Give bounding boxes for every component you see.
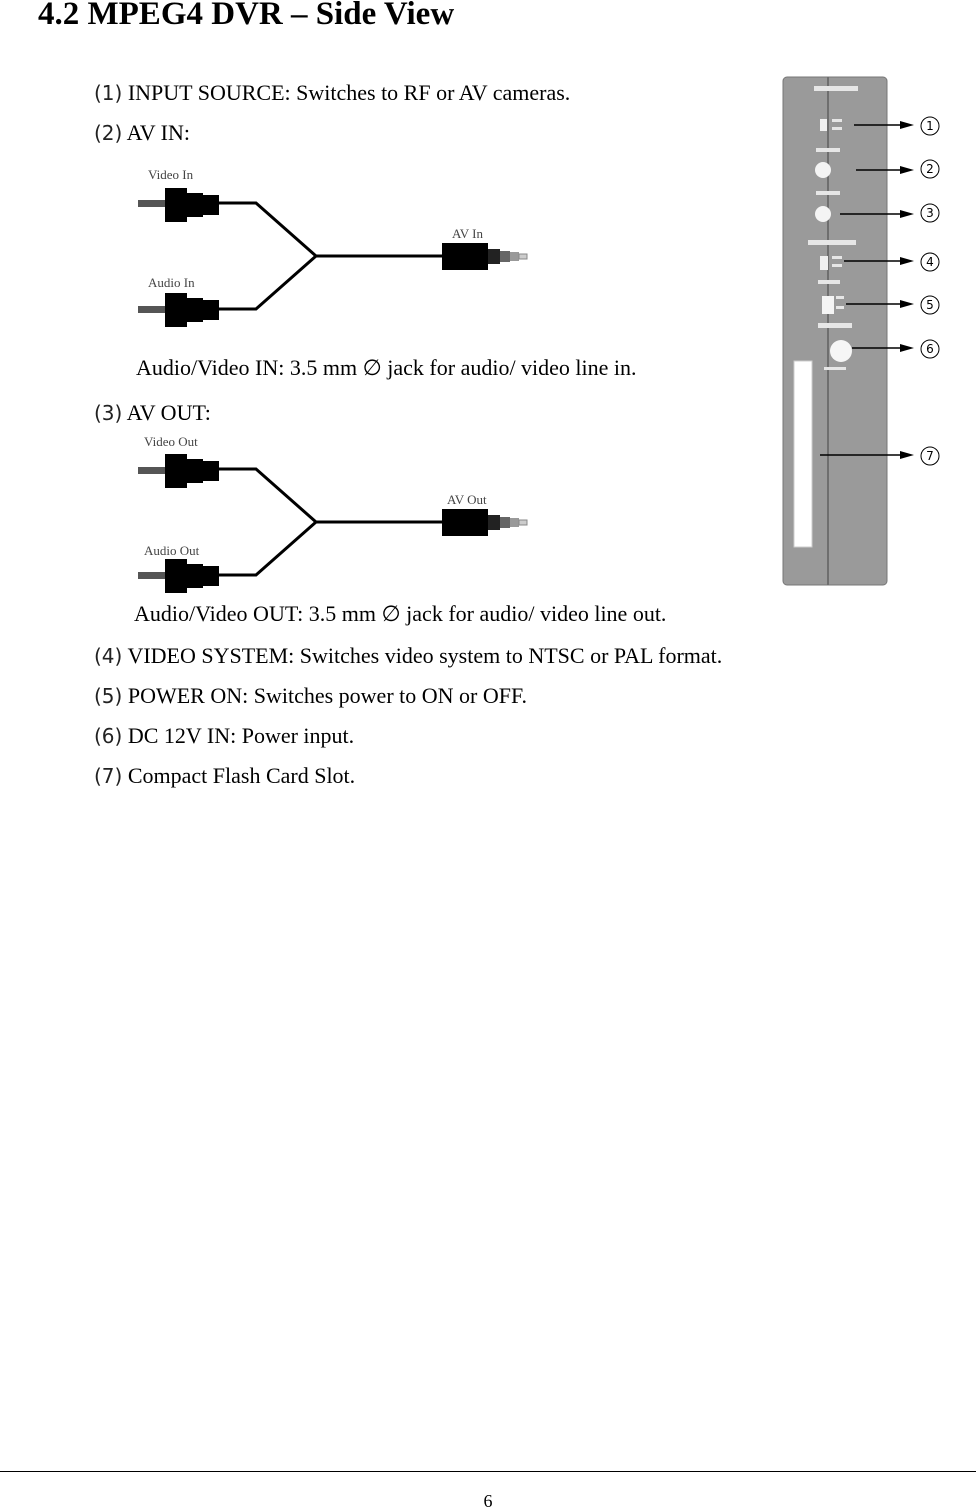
video-out-label: Video Out (144, 434, 198, 449)
video-in-label: Video In (148, 167, 194, 182)
item-number: (7) (94, 764, 123, 788)
page-number: 6 (483, 1491, 493, 1511)
audio-out-label: Audio Out (144, 543, 200, 558)
item-text: Compact Flash Card Slot. (127, 763, 356, 788)
callout-number: 5 (926, 298, 934, 312)
item-number: (3) (94, 401, 123, 425)
av-out-caption: Audio/Video OUT: 3.5 mm ∅ jack for audio… (134, 601, 667, 626)
item-text: AV IN: (126, 120, 191, 145)
av-in-plug-label: AV In (452, 226, 483, 241)
callout-number: 4 (926, 255, 934, 269)
item-number: (1) (94, 81, 123, 105)
item-text: VIDEO SYSTEM: Switches video system to N… (127, 643, 723, 668)
item-av-in: (2) AV IN: (94, 120, 190, 146)
item-text: INPUT SOURCE: Switches to RF or AV camer… (127, 80, 571, 105)
item-video-system: (4) VIDEO SYSTEM: Switches video system … (94, 643, 722, 669)
item-av-out: (3) AV OUT: (94, 400, 211, 426)
av-out-plug-label: AV Out (447, 492, 487, 507)
callout-number: 1 (926, 119, 934, 133)
av-out-cable-diagram: Video Out Audio Out AV Out (138, 434, 528, 593)
av-in-cable-diagram: Video In Audio In AV In (138, 167, 528, 327)
item-input-source: (1) INPUT SOURCE: Switches to RF or AV c… (94, 80, 570, 106)
callout-number: 7 (926, 449, 934, 463)
av-in-caption: Audio/Video IN: 3.5 mm ∅ jack for audio/… (136, 355, 637, 380)
item-dc-in: (6) DC 12V IN: Power input. (94, 723, 354, 749)
callout-number: 2 (926, 162, 934, 176)
item-text: DC 12V IN: Power input. (127, 723, 355, 748)
audio-in-label: Audio In (148, 275, 195, 290)
section-heading: 4.2 MPEG4 DVR – Side View (38, 0, 455, 32)
item-cf-slot: (7) Compact Flash Card Slot. (94, 763, 355, 789)
item-number: (2) (94, 121, 123, 145)
item-number: (6) (94, 724, 123, 748)
item-text: POWER ON: Switches power to ON or OFF. (127, 683, 527, 708)
callout-number: 6 (926, 342, 934, 356)
item-number: (4) (94, 644, 123, 668)
item-number: (5) (94, 684, 123, 708)
footer-rule (0, 1471, 976, 1472)
dvr-side-panel-illustration: 1 2 3 4 5 6 7 (782, 76, 940, 586)
callout-number: 3 (926, 206, 934, 220)
item-text: AV OUT: (126, 400, 211, 425)
item-power-on: (5) POWER ON: Switches power to ON or OF… (94, 683, 527, 709)
